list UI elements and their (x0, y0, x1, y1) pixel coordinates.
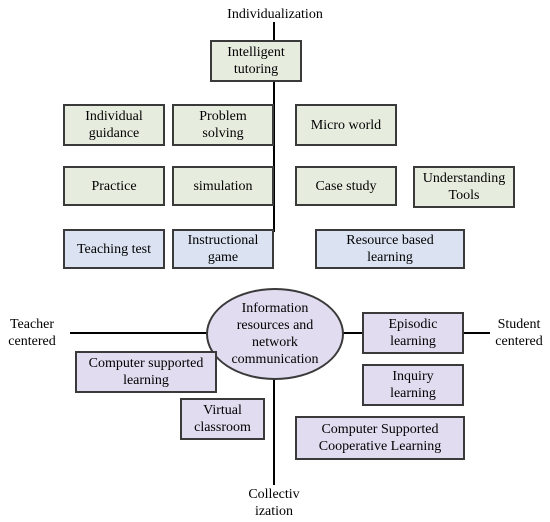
box-resource-based-learning: Resource based learning (315, 229, 465, 269)
box-instructional-game: Instructional game (172, 229, 274, 269)
box-computer-supported-learning: Computer supported learning (75, 351, 217, 393)
box-case-study: Case study (295, 166, 397, 206)
box-teaching-test: Teaching test (63, 229, 165, 269)
horizontal-axis-left (70, 332, 210, 334)
axis-label-right: Student centered (495, 317, 543, 349)
box-practice: Practice (63, 166, 165, 206)
box-intelligent-tutoring: Intelligent tutoring (210, 40, 302, 82)
vertical-axis-bottom (273, 355, 275, 485)
box-episodic-learning: Episodic learning (362, 312, 464, 354)
axis-label-top: Individualization (227, 7, 323, 22)
axis-label-left: Teacher centered (8, 317, 56, 349)
box-micro-world: Micro world (295, 104, 397, 146)
axis-label-bottom: Collectiv ization (248, 487, 300, 519)
box-inquiry-learning: Inquiry learning (362, 364, 464, 406)
box-individual-guidance: Individual guidance (63, 104, 165, 146)
box-computer-supported-cooperative-learning: Computer Supported Cooperative Learning (295, 416, 465, 460)
box-understanding-tools: Understanding Tools (413, 166, 515, 208)
box-virtual-classroom: Virtual classroom (180, 398, 265, 440)
center-ellipse: Information resources and network commun… (206, 288, 344, 380)
box-simulation: simulation (172, 166, 274, 206)
box-problem-solving: Problem solving (172, 104, 274, 146)
